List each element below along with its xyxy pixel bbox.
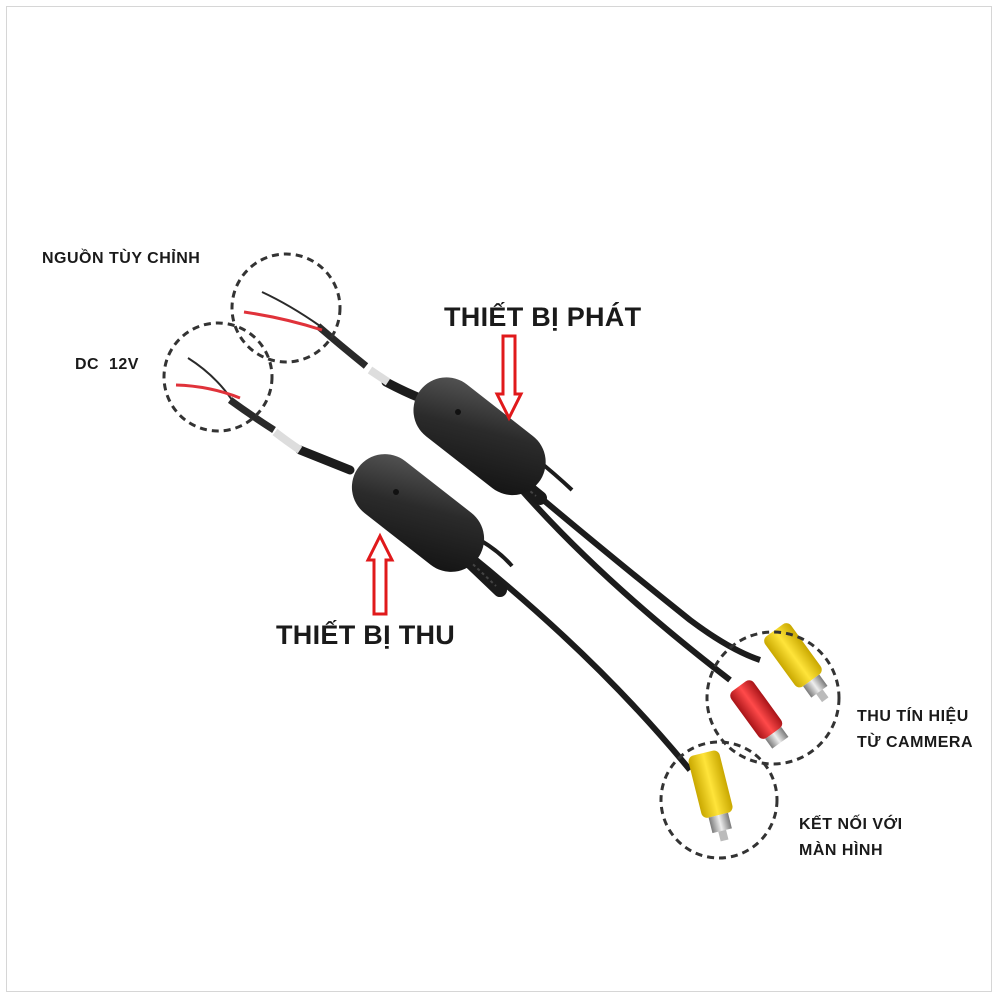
label-monitor-line1: KẾT NỐI VỚI: [799, 816, 903, 833]
transmitter-output-cables: [501, 456, 761, 683]
label-camera-line1: THU TÍN HIỆU: [857, 708, 969, 725]
label-receiver: THIẾT BỊ THU: [276, 620, 456, 650]
label-transmitter: THIẾT BỊ PHÁT: [444, 302, 642, 332]
label-power-custom: NGUỒN TÙY CHỈNH: [42, 250, 201, 267]
label-dc-12v: DC 12V: [75, 356, 139, 373]
callout-circle-power: [230, 252, 342, 364]
rca-yellow-monitor: [688, 750, 733, 842]
arrow-down-transmitter-icon: [494, 334, 524, 422]
label-monitor-line2: MÀN HÌNH: [799, 842, 883, 859]
receiver-power-cable: [175, 357, 355, 475]
callout-circle-camera: [705, 630, 841, 766]
label-camera-line2: TỪ CAMMERA: [857, 734, 974, 751]
transmitter-module: [413, 377, 546, 496]
callout-circle-monitor: [659, 740, 779, 860]
image-frame: [6, 6, 992, 992]
callout-circle-dc: [162, 321, 274, 433]
rca-yellow-camera: [764, 623, 829, 703]
receiver-output-cable: [449, 538, 693, 772]
rca-red-camera: [730, 680, 789, 749]
arrow-up-receiver-icon: [365, 532, 395, 616]
receiver-module: [351, 454, 485, 572]
